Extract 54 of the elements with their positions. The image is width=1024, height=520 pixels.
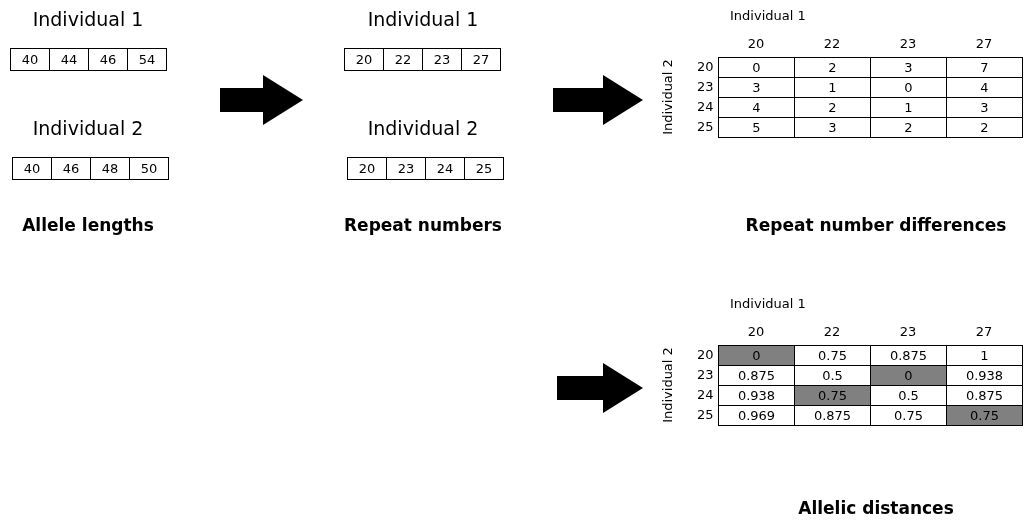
axis-title: Individual 2 — [659, 347, 675, 423]
allele-value: 22 — [383, 48, 423, 71]
row-header: 23 — [697, 367, 714, 382]
allele-value: 40 — [10, 48, 50, 71]
allele-value: 48 — [90, 157, 130, 180]
row-header: 23 — [697, 79, 714, 94]
table-cell: 2 — [946, 117, 1023, 138]
axis-title: Individual 1 — [730, 8, 806, 23]
panel-caption: Repeat number differences — [745, 215, 1007, 235]
allele-value: 40 — [12, 157, 52, 180]
row-header: 25 — [697, 407, 714, 422]
block-arrow — [220, 75, 303, 125]
allele-value: 27 — [461, 48, 501, 71]
row-title: Individual 1 — [367, 8, 479, 30]
allele-value: 25 — [464, 157, 504, 180]
axis-title: Individual 1 — [730, 296, 806, 311]
row-title: Individual 2 — [32, 117, 144, 139]
panel-caption: Repeat numbers — [344, 215, 502, 235]
row-header: 24 — [697, 387, 714, 402]
table-cell: 0 — [718, 57, 795, 78]
allele-value: 23 — [422, 48, 462, 71]
row-title: Individual 2 — [367, 117, 479, 139]
allele-value: 23 — [386, 157, 426, 180]
column-header: 22 — [822, 36, 842, 51]
column-header: 27 — [974, 36, 994, 51]
column-header: 27 — [974, 324, 994, 339]
block-arrow — [553, 75, 643, 125]
row-header: 20 — [697, 59, 714, 74]
row-title: Individual 1 — [32, 8, 144, 30]
allele-value: 24 — [425, 157, 465, 180]
table-cell: 5 — [718, 117, 795, 138]
table-cell: 7 — [946, 57, 1023, 78]
allele-value: 20 — [344, 48, 384, 71]
table-cell: 0.969 — [718, 405, 795, 426]
allele-value: 50 — [129, 157, 169, 180]
row-header: 25 — [697, 119, 714, 134]
allele-value: 54 — [127, 48, 167, 71]
column-header: 22 — [822, 324, 842, 339]
allele-value: 46 — [51, 157, 91, 180]
table-cell: 0.75 — [946, 405, 1023, 426]
allele-value: 20 — [347, 157, 387, 180]
panel-caption: Allele lengths — [22, 215, 154, 235]
row-header: 20 — [697, 347, 714, 362]
axis-title: Individual 2 — [659, 59, 675, 135]
column-header: 23 — [898, 324, 918, 339]
column-header: 20 — [746, 324, 766, 339]
column-header: 23 — [898, 36, 918, 51]
column-header: 20 — [746, 36, 766, 51]
block-arrow — [557, 363, 643, 413]
panel-caption: Allelic distances — [798, 498, 954, 518]
row-header: 24 — [697, 99, 714, 114]
allele-value: 46 — [88, 48, 128, 71]
allele-value: 44 — [49, 48, 89, 71]
table-cell: 1 — [946, 345, 1023, 366]
